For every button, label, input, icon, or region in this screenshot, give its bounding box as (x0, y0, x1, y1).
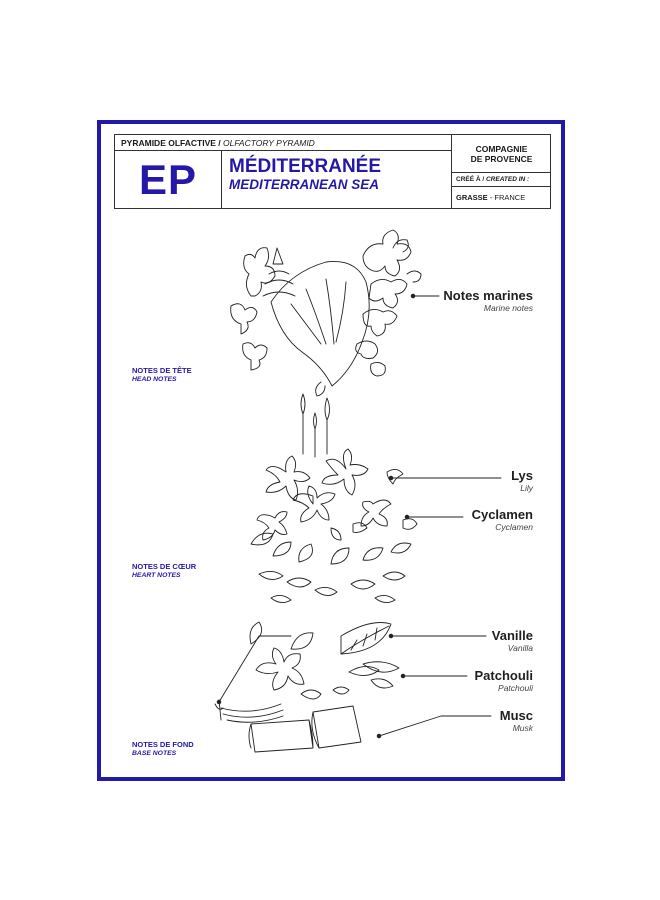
pyramid-title: PYRAMIDE OLFACTIVE / OLFACTORY PYRAMID (115, 135, 451, 151)
ingredient-name-fr: Lys (511, 468, 533, 483)
marine-shells-illustration (230, 229, 422, 397)
brand-column: COMPAGNIE DE PROVENCE CRÉÉ À / CREATED I… (451, 135, 551, 208)
fragrance-name-fr: MÉDITERRANÉE (229, 156, 382, 177)
ingredient-lily: Lys Lily (511, 468, 533, 494)
leader-musk (378, 715, 492, 737)
brand-line-1: COMPAGNIE (475, 144, 528, 154)
leader-dot (400, 673, 406, 679)
created-in-en: CREATED IN : (485, 176, 530, 183)
section-label-en: HEART NOTES (132, 572, 181, 579)
section-label-en: HEAD NOTES (132, 376, 177, 383)
ingredient-name-en: Vanilla (507, 643, 533, 653)
pyramid-title-en: OLFACTORY PYRAMID (223, 138, 315, 148)
ingredient-cyclamen: Cyclamen Cyclamen (472, 507, 533, 533)
origin-city: GRASSE (456, 193, 488, 202)
ingredient-name-en: Marine notes (483, 303, 533, 313)
ingredient-name-fr: Musc (499, 708, 533, 723)
ingredient-name-en: Patchouli (498, 683, 533, 693)
leader-dot (388, 633, 394, 639)
origin-place: GRASSE - FRANCE (452, 187, 551, 208)
origin-country: - FRANCE (489, 193, 526, 202)
ingredient-name-en: Musk (512, 723, 533, 733)
ingredient-name-fr: Notes marines (443, 288, 533, 303)
ingredient-name-fr: Vanille (491, 628, 533, 643)
ingredient-name-fr: Cyclamen (471, 507, 533, 522)
section-label-fr: NOTES DE TÊTE (132, 366, 192, 375)
section-head-notes: NOTES DE TÊTE HEAD NOTES (132, 366, 192, 384)
ingredient-marine-notes: Notes marines Marine notes (443, 288, 533, 314)
brand-name: COMPAGNIE DE PROVENCE (452, 135, 551, 173)
section-label-fr: NOTES DE CŒUR (132, 562, 197, 571)
leader-dot (376, 733, 382, 739)
illustration-canvas (214, 229, 502, 753)
section-label-fr: NOTES DE FOND (132, 740, 194, 749)
fragrance-code: EP (115, 151, 222, 208)
fragrance-names: MÉDITERRANÉE MEDITERRANEAN SEA (229, 156, 382, 193)
section-base-notes: NOTES DE FOND BASE NOTES (132, 740, 194, 758)
leader-dot (216, 699, 222, 705)
brand-line-2: DE PROVENCE (470, 154, 533, 164)
lily-cyclamen-illustration (250, 393, 418, 603)
poster-frame: PYRAMIDE OLFACTIVE / OLFACTORY PYRAMID E… (97, 120, 565, 781)
pyramid-title-fr: PYRAMIDE OLFACTIVE / (121, 138, 221, 148)
ingredient-patchouli: Patchouli Patchouli (474, 668, 533, 694)
header-table: PYRAMIDE OLFACTIVE / OLFACTORY PYRAMID E… (114, 134, 551, 209)
leader-dot (388, 475, 394, 481)
ingredient-name-fr: Patchouli (474, 668, 533, 683)
ingredient-name-en: Cyclamen (495, 522, 533, 532)
ingredient-musk: Musc Musk (500, 708, 533, 734)
created-in-label: CRÉÉ À / CREATED IN : (452, 173, 551, 187)
ingredient-name-en: Lily (520, 483, 533, 493)
created-in-fr: CRÉÉ À / (456, 176, 485, 183)
section-label-en: BASE NOTES (132, 750, 177, 757)
vanilla-patchouli-musk-illustration (214, 621, 400, 753)
leader-dot (410, 293, 416, 299)
fragrance-name-en: MEDITERRANEAN SEA (229, 177, 380, 192)
section-heart-notes: NOTES DE CŒUR HEART NOTES (132, 562, 196, 580)
leader-dot (404, 514, 410, 520)
leader-vanilla-pod (218, 635, 292, 703)
ingredient-vanilla: Vanille Vanilla (492, 628, 533, 654)
